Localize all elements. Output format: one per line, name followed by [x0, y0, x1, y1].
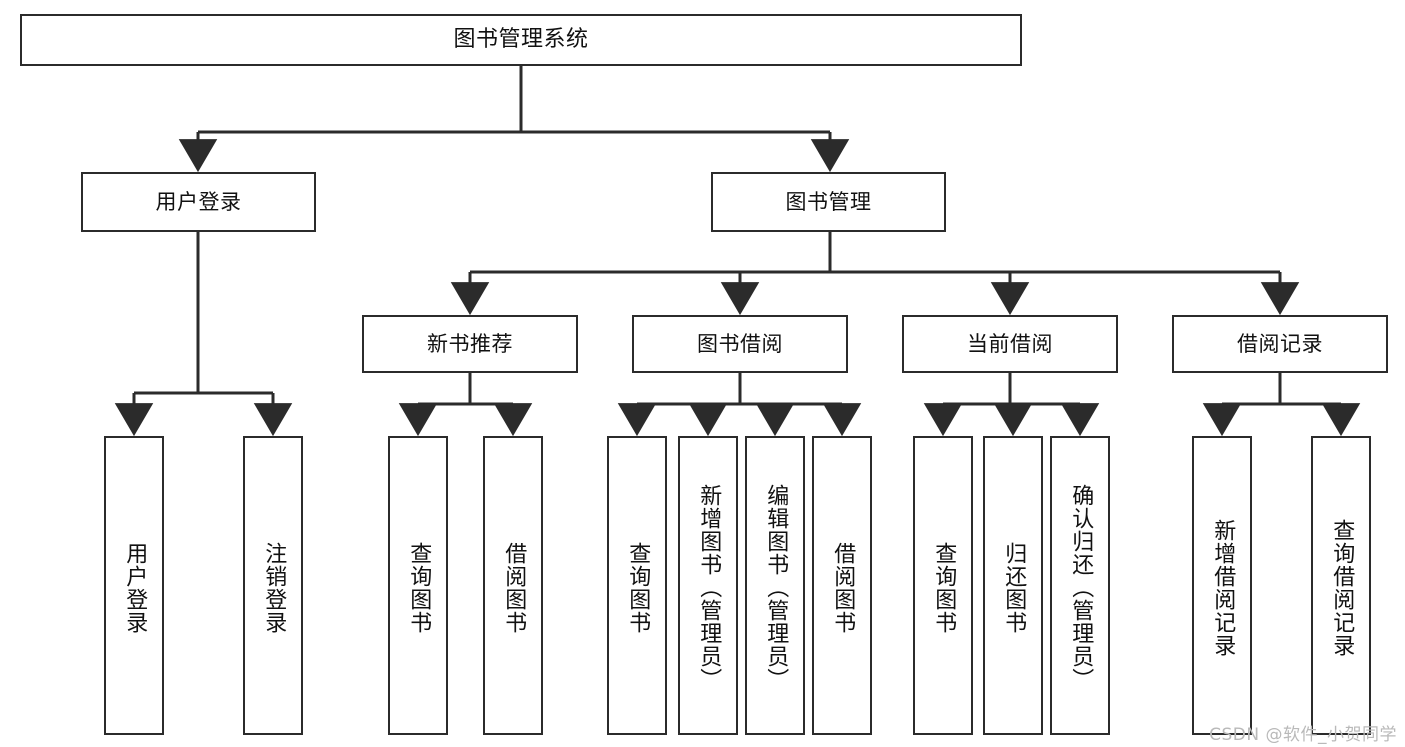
node-current-borrowing[interactable]: 当前借阅 — [902, 315, 1118, 373]
leaf-user-login[interactable]: 用户登录 — [104, 436, 164, 735]
node-label: 查询图书 — [931, 541, 957, 634]
node-label: 查询图书 — [406, 541, 432, 634]
leaf-borrow-add-book-admin[interactable]: 新增图书（管理员） — [678, 436, 738, 735]
leaf-current-query-book[interactable]: 查询图书 — [913, 436, 973, 735]
node-label: 用户登录 — [155, 189, 242, 214]
node-book-management[interactable]: 图书管理 — [711, 172, 946, 232]
node-label: 新增图书（管理员） — [696, 484, 722, 691]
node-label: 图书管理 — [785, 189, 872, 214]
leaf-borrow-query-book[interactable]: 查询图书 — [607, 436, 667, 735]
leaf-borrow-edit-book-admin[interactable]: 编辑图书（管理员） — [745, 436, 805, 735]
node-new-book-recommendation[interactable]: 新书推荐 — [362, 315, 578, 373]
node-label: 图书管理系统 — [453, 27, 589, 53]
node-label: 新书推荐 — [427, 331, 513, 356]
leaf-recommend-query-book[interactable]: 查询图书 — [388, 436, 448, 735]
node-label: 查询图书 — [625, 541, 651, 634]
node-label: 归还图书 — [1001, 541, 1027, 634]
node-book-borrowing[interactable]: 图书借阅 — [632, 315, 848, 373]
node-user-login[interactable]: 用户登录 — [81, 172, 316, 232]
node-borrowing-record[interactable]: 借阅记录 — [1172, 315, 1388, 373]
leaf-user-logout[interactable]: 注销登录 — [243, 436, 303, 735]
leaf-record-add-borrow-record[interactable]: 新增借阅记录 — [1192, 436, 1252, 735]
leaf-borrow-lend-book[interactable]: 借阅图书 — [812, 436, 872, 735]
leaf-record-query-borrow-record[interactable]: 查询借阅记录 — [1311, 436, 1371, 735]
node-label: 图书借阅 — [697, 331, 783, 356]
leaf-current-confirm-return-admin[interactable]: 确认归还（管理员） — [1050, 436, 1110, 735]
node-root-book-management-system[interactable]: 图书管理系统 — [20, 14, 1022, 66]
node-label: 当前借阅 — [967, 331, 1053, 356]
node-label: 借阅图书 — [501, 541, 527, 634]
node-label: 编辑图书（管理员） — [763, 484, 789, 691]
leaf-current-return-book[interactable]: 归还图书 — [983, 436, 1043, 735]
csdn-watermark: CSDN @软件_小贺同学 — [1209, 725, 1397, 745]
node-label: 借阅图书 — [830, 541, 856, 634]
node-label: 查询借阅记录 — [1329, 518, 1355, 657]
node-label: 借阅记录 — [1237, 331, 1323, 356]
node-label: 新增借阅记录 — [1210, 518, 1236, 657]
node-label: 注销登录 — [261, 541, 287, 634]
leaf-recommend-borrow-book[interactable]: 借阅图书 — [483, 436, 543, 735]
node-label: 确认归还（管理员） — [1068, 484, 1094, 691]
node-label: 用户登录 — [122, 541, 148, 634]
